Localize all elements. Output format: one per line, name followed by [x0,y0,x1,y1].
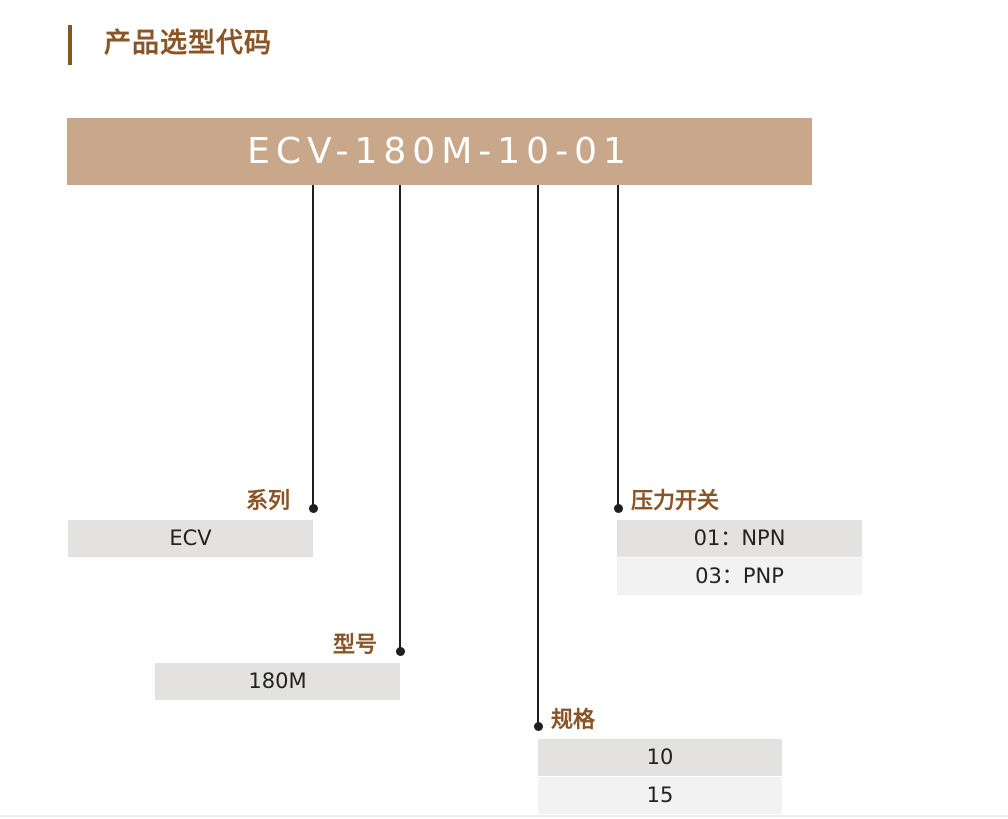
series-connector-line [312,185,314,508]
bottom-divider [0,815,1008,817]
spec-option: 10 [538,739,782,776]
page-title: 产品选型代码 [104,28,272,59]
series-option: ECV [68,520,313,557]
pressure-switch-option: 03：PNP [617,558,862,595]
spec-label: 规格 [551,708,596,733]
spec-connector-dot [534,722,543,731]
pressure-switch-connector-line [617,185,619,508]
pressure-switch-label: 压力开关 [631,489,720,514]
model-connector-line [399,185,401,651]
spec-option: 15 [538,777,782,814]
pressure-switch-option: 01：NPN [617,520,862,557]
model-option: 180M [155,663,400,700]
title-accent-bar [68,25,72,65]
pressure-switch-connector-dot [614,504,623,513]
spec-connector-line [537,185,539,726]
product-code-banner: ECV-180M-10-01 [67,118,812,185]
series-label: 系列 [246,489,291,514]
model-label: 型号 [333,633,378,658]
series-connector-dot [309,504,318,513]
model-connector-dot [396,647,405,656]
